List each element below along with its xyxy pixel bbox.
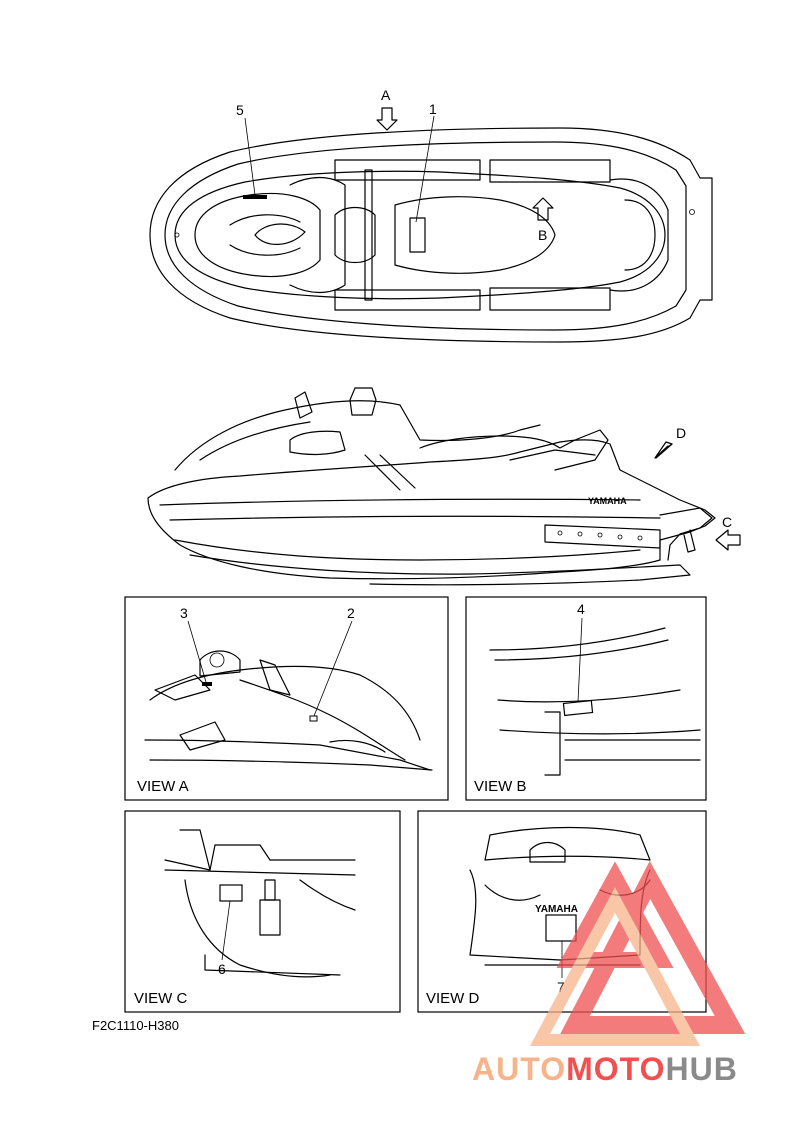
brand-mark-rear: YAMAHA	[535, 904, 578, 915]
marker-b: B	[538, 227, 547, 243]
watermark-text-auto: AUTO	[472, 1051, 566, 1087]
view-b-label: VIEW B	[474, 778, 527, 795]
view-a-label: VIEW A	[137, 778, 189, 795]
callout-5: 5	[236, 102, 244, 118]
top-view-watercraft: 5 1 A B	[149, 87, 713, 343]
watermark-text-moto: MOTO	[566, 1051, 665, 1087]
watermark-logo-triangle	[529, 860, 746, 1046]
callout-7: 7	[557, 979, 565, 995]
view-b-panel: 4 VIEW B	[465, 596, 707, 801]
brand-mark-side: YAMAHA	[588, 496, 627, 506]
callout-4: 4	[577, 601, 585, 617]
reference-code: F2C1110-H380	[92, 1018, 179, 1033]
callout-2: 2	[347, 605, 355, 621]
callout-6: 6	[218, 961, 226, 977]
marker-c: C	[722, 514, 732, 530]
view-c-label: VIEW C	[134, 990, 188, 1007]
watermark-text-hub: HUB	[665, 1051, 737, 1087]
view-c-panel: 6 VIEW C	[124, 810, 401, 1013]
view-d-label: VIEW D	[426, 990, 480, 1007]
callout-1: 1	[429, 101, 437, 117]
marker-a: A	[381, 87, 391, 103]
marker-d: D	[676, 425, 686, 441]
automotohub-watermark: AUTOMOTOHUB	[472, 860, 746, 1087]
svg-text:AUTOMOTOHUB: AUTOMOTOHUB	[472, 1051, 738, 1087]
view-a-panel: 3 2 VIEW A	[124, 596, 449, 801]
callout-3: 3	[180, 605, 188, 621]
side-view-watercraft: YAMAHA C D	[147, 387, 741, 586]
